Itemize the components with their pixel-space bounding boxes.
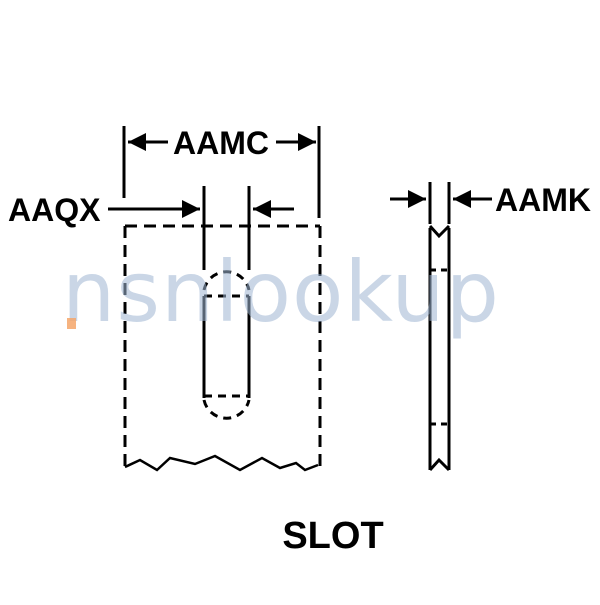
aamc-label: AAMC	[173, 125, 269, 161]
plate-side-view	[428, 182, 451, 472]
extension-lines	[122, 126, 321, 270]
plate-front-view	[123, 224, 322, 472]
watermark-accent	[67, 318, 76, 329]
slot-shape	[202, 270, 251, 420]
watermark-text: nsnlookup	[62, 243, 500, 341]
aaqx-label: AAQX	[8, 192, 101, 228]
aamk-label: AAMK	[495, 182, 591, 218]
diagram-title: SLOT	[282, 515, 383, 557]
